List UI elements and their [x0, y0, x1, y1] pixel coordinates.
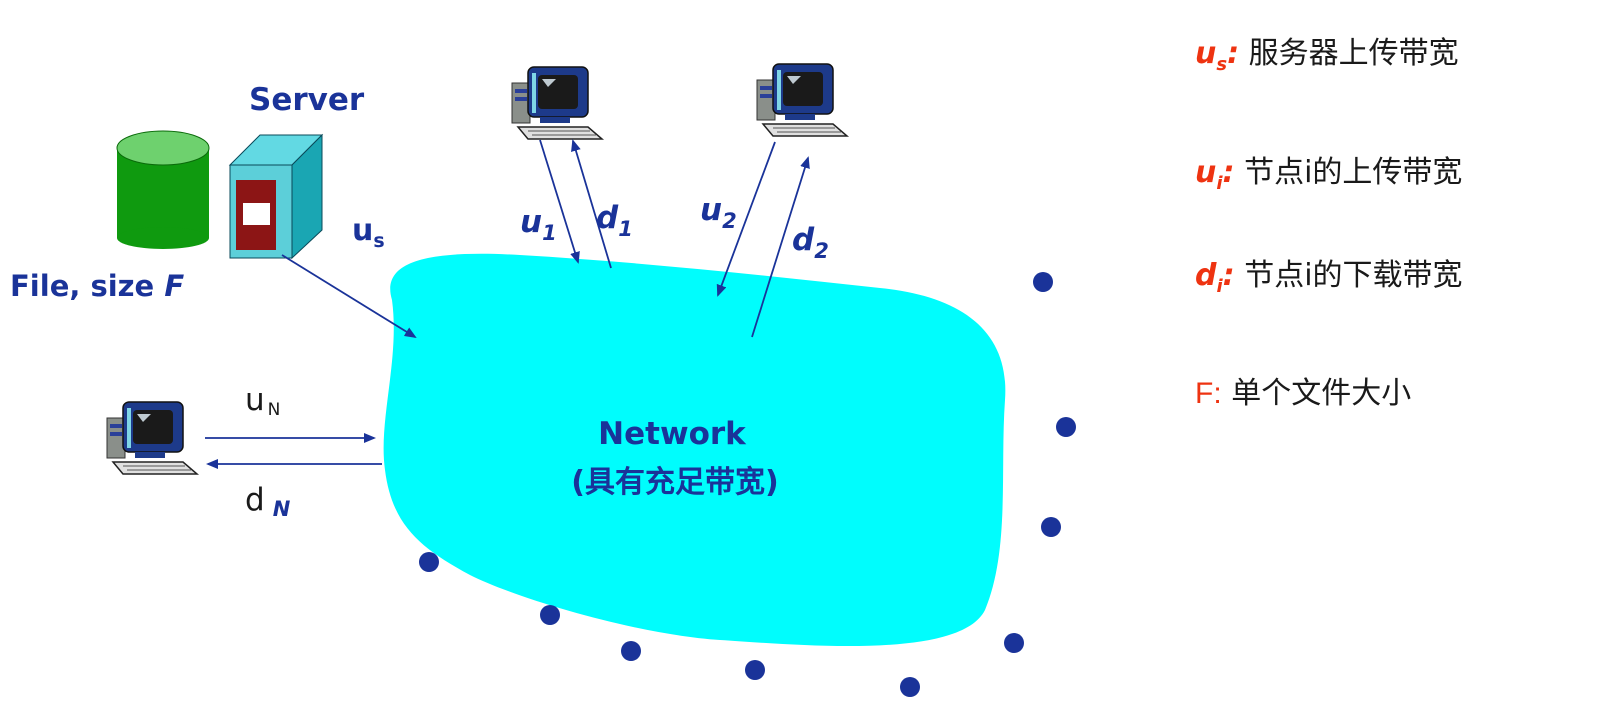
legend-row-f: F: 单个文件大小: [1195, 368, 1411, 412]
legend-symbol: us:: [1195, 36, 1240, 75]
peer-dot: [540, 605, 560, 625]
peer-dot: [1033, 272, 1053, 292]
peer-dot: [419, 552, 439, 572]
database-icon: [116, 130, 210, 249]
us-label: us: [352, 213, 385, 252]
legend-row-di: di: 节点i的下载带宽: [1195, 250, 1463, 297]
server-upload-arrow: [281, 254, 417, 339]
network-sublabel: (具有充足带宽): [571, 465, 778, 500]
legend-symbol: ui:: [1195, 155, 1235, 194]
d2-label: d2: [792, 222, 829, 263]
u1-arrow: [539, 139, 580, 264]
d2-arrow: [751, 156, 810, 338]
legend-text: 单个文件大小: [1231, 376, 1412, 411]
peer-dot: [745, 660, 765, 680]
legend-text: 服务器上传带宽: [1248, 36, 1459, 71]
peer-n-computer-icon: [106, 401, 198, 475]
legend-text: 节点i的下载带宽: [1244, 258, 1463, 293]
peer-dot: [1056, 417, 1076, 437]
peer-1-computer-icon: [511, 66, 603, 140]
legend-text: 节点i的上传带宽: [1244, 155, 1463, 190]
d1-arrow: [571, 139, 612, 269]
network-label: Network: [598, 416, 747, 452]
peer-dot: [1041, 517, 1061, 537]
legend-symbol: di:: [1195, 258, 1235, 297]
legend-symbol: F:: [1195, 377, 1222, 410]
peer-dot: [621, 641, 641, 661]
peer-dot: [900, 677, 920, 697]
peer-dot: [1004, 633, 1024, 653]
server-icon: [228, 133, 324, 260]
network-cloud: [383, 253, 1006, 647]
server-label: Server: [249, 82, 365, 118]
u2-label: u2: [700, 192, 737, 233]
u2-arrow: [716, 141, 776, 297]
peer-dots: [419, 272, 1076, 697]
legend-row-ui: ui: 节点i的上传带宽: [1195, 147, 1462, 194]
u1-label: u1: [520, 204, 557, 245]
d1-label: d1: [596, 200, 633, 241]
file-size-label: File, size F: [10, 269, 184, 303]
peer-2-computer-icon: [756, 63, 848, 137]
legend-row-us: us: 服务器上传带宽: [1195, 28, 1459, 75]
